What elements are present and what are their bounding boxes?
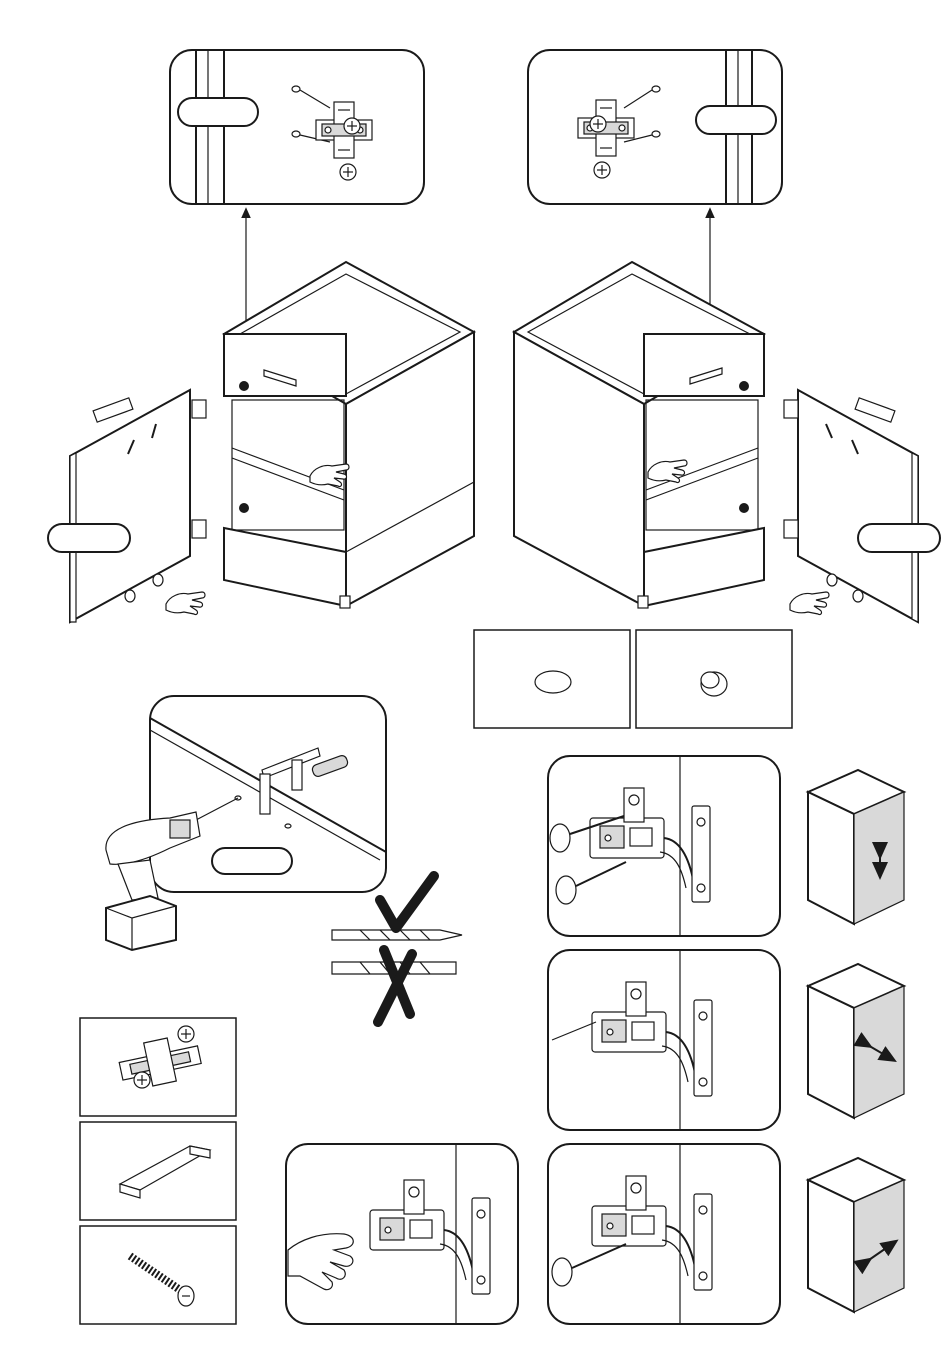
drill-clamp-detail	[150, 696, 386, 892]
hinge-clip-on	[286, 1144, 518, 1324]
door-right	[784, 390, 940, 622]
mounting-plate-detail-right	[528, 50, 782, 204]
cap-options	[474, 630, 792, 728]
screw-icon	[130, 1256, 194, 1306]
mounting-plate-detail-left	[170, 50, 424, 204]
adjust-direction-side	[808, 1158, 904, 1312]
round-cap-icon	[701, 672, 727, 696]
part-handle	[80, 1122, 236, 1220]
hinge-adjust-height	[548, 756, 780, 936]
adjust-direction-depth	[808, 964, 904, 1118]
cross-icon	[378, 950, 412, 1022]
checkmark-icon	[380, 876, 434, 928]
cabinet-left	[224, 262, 474, 608]
hinge-adjust-side	[548, 1144, 780, 1324]
drill-bit-incorrect	[332, 950, 456, 1022]
door-left	[48, 390, 206, 622]
adjust-direction-vertical	[808, 770, 904, 924]
part-mounting-plate	[80, 1018, 236, 1116]
hinge-adjust-depth	[548, 950, 780, 1130]
flat-cap-icon	[535, 671, 571, 693]
cabinet-right	[514, 262, 764, 608]
part-screw	[80, 1226, 236, 1324]
